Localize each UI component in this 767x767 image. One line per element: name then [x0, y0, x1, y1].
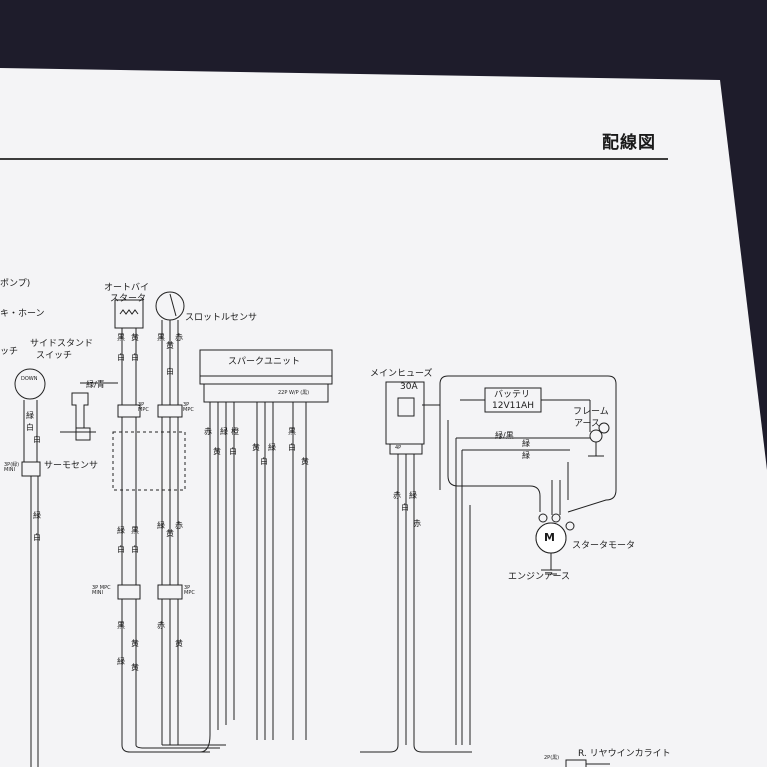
- page-title: 配線図: [602, 133, 656, 153]
- wire-code: 緑: [220, 427, 228, 436]
- auto-bystarter-label-2: スタータ: [110, 294, 147, 304]
- wire-code: 黒: [117, 333, 125, 342]
- wire-code: 緑: [117, 657, 125, 666]
- switch-label: ッチ: [0, 347, 19, 357]
- wire-code: 白: [26, 423, 34, 432]
- connector-2p-label: 2P(黒): [544, 755, 560, 761]
- thermo-sensor-label: サーモセンサ: [44, 461, 99, 471]
- connector-3p-mini-label: 3P(緑)MINI: [4, 462, 20, 473]
- auto-bystarter-label-1: オートバイ: [104, 283, 150, 293]
- wire-code: 黒: [117, 621, 125, 630]
- wire-code: 緑/青: [86, 380, 105, 389]
- fuse-rating: 30A: [400, 382, 418, 392]
- wire-code: 緑: [26, 411, 34, 420]
- side-stand-switch-symbol: [14, 368, 46, 400]
- spark-unit-connector: 22P W/P (黒): [278, 390, 310, 396]
- wire-code: 黄: [213, 447, 221, 456]
- wire-code: 黄: [252, 443, 260, 452]
- wire-code: 赤: [175, 521, 183, 530]
- spark-unit-label: スパークユニット: [228, 357, 301, 367]
- motor-symbol-label: M: [544, 531, 555, 544]
- dashed-region: [112, 431, 186, 491]
- rear-winker-label: R. リヤウインカライト: [578, 749, 671, 759]
- wire-code: 白: [131, 353, 139, 362]
- wire-code: 黒: [288, 427, 296, 436]
- wire-code: 緑: [522, 451, 530, 460]
- wire-code: 白: [117, 353, 125, 362]
- connector-4p-label: 4P: [395, 445, 402, 451]
- frame-ground-label-1: フレーム: [573, 407, 609, 417]
- wire-code: 緑: [268, 443, 276, 452]
- battery-rating: 12V11AH: [492, 401, 534, 411]
- connector-3p-mpc-a: [117, 404, 141, 418]
- wire-code: 白: [288, 443, 296, 452]
- wire-code: 赤: [175, 333, 183, 342]
- wire-code: 白: [229, 447, 237, 456]
- wire-code: 黄: [131, 333, 139, 342]
- wire-code: 白: [33, 435, 41, 444]
- wire-code: 赤: [413, 519, 421, 528]
- horn-label: キ・ホーン: [0, 309, 45, 319]
- wire-code: 緑: [33, 511, 41, 520]
- pump-label: ポンプ): [0, 279, 31, 289]
- wire-code: 赤: [204, 427, 212, 436]
- wire-code: 白: [260, 457, 268, 466]
- wire-code: 黄: [166, 341, 174, 350]
- main-fuse-label: メインヒューズ: [370, 369, 433, 379]
- wire-code: 黒: [157, 333, 165, 342]
- wire-code: 緑: [117, 526, 125, 535]
- wire-code: 白: [166, 367, 174, 376]
- frame-ground-label-2: アース: [574, 419, 601, 429]
- wire-code: 黄: [175, 639, 183, 648]
- wire-code: 黄: [301, 457, 309, 466]
- battery-label: バッテリ: [494, 390, 531, 400]
- wire-code: 緑: [522, 439, 530, 448]
- wire-code: 橙: [231, 427, 239, 436]
- wire-code: 白: [131, 545, 139, 554]
- side-stand-label-2: スイッチ: [36, 351, 73, 361]
- wire-code: 黒: [131, 526, 139, 535]
- wire-code: 緑: [157, 521, 165, 530]
- throttle-sensor-label: スロットルセンサ: [185, 313, 258, 323]
- wire-code: 白: [33, 533, 41, 542]
- paper-sheet: [0, 68, 767, 767]
- engine-ground-label: エンジンアース: [508, 572, 571, 582]
- wire-code: 白: [117, 545, 125, 554]
- down-label: DOWN: [21, 376, 38, 382]
- wire-code: 黄: [166, 529, 174, 538]
- wire-code: 黄: [131, 663, 139, 672]
- auto-bystarter-symbol: [114, 299, 144, 329]
- side-stand-label-1: サイドスタンド: [30, 339, 94, 349]
- wire-code: 赤: [157, 621, 165, 630]
- wire-code: 緑/黒: [495, 431, 514, 440]
- wire-code: 赤: [393, 491, 401, 500]
- wire-code: 黄: [131, 639, 139, 648]
- starter-motor-label: スタータモータ: [572, 541, 636, 551]
- wire-code: 緑: [409, 491, 417, 500]
- wire-code: 白: [401, 503, 409, 512]
